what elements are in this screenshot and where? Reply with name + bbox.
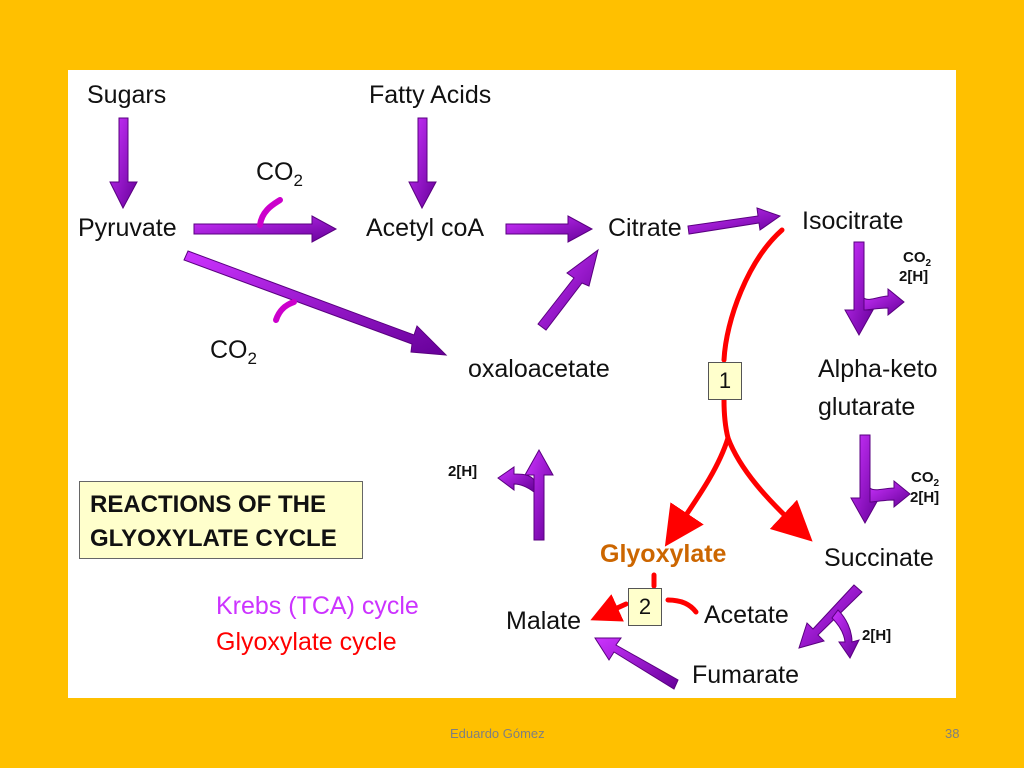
diagram-panel: Sugars Fatty Acids Pyruvate Acetyl coA C… bbox=[68, 70, 956, 698]
arrow-pyruvate-acetylcoa bbox=[193, 215, 338, 243]
branch-malate-2h bbox=[497, 466, 535, 493]
red-to-glyoxylate bbox=[664, 435, 731, 547]
legend-glyoxylate: Glyoxylate cycle bbox=[216, 628, 397, 656]
arrow-oxaloacetate-citrate bbox=[537, 248, 599, 331]
red-to-succinate bbox=[725, 435, 813, 542]
branch-succinate bbox=[831, 609, 860, 659]
label-glutarate: glutarate bbox=[818, 393, 916, 421]
label-succinate: Succinate bbox=[824, 544, 934, 572]
label-2h-3: 2[H] bbox=[862, 627, 892, 644]
enzyme-1-box: 1 bbox=[708, 362, 742, 400]
red-enzyme2-to-malate bbox=[590, 594, 629, 622]
pathway-arrows bbox=[109, 117, 911, 690]
red-isocitrate-to-enzyme1 bbox=[721, 227, 785, 363]
label-oxaloacetate: oxaloacetate bbox=[468, 355, 610, 383]
label-citrate: Citrate bbox=[608, 214, 682, 242]
branch-isocitrate bbox=[863, 287, 905, 317]
arrow-isocitrate-alphaketo bbox=[844, 241, 874, 337]
label-malate: Malate bbox=[506, 607, 582, 635]
label-sugars: Sugars bbox=[87, 81, 167, 109]
co2-hook-pyruvate-oxalo bbox=[273, 299, 297, 323]
red-acetate-to-enzyme2 bbox=[665, 597, 699, 615]
label-fatty-acids: Fatty Acids bbox=[369, 81, 492, 109]
arrow-fattyacids-acetylcoa bbox=[408, 117, 437, 210]
label-co2-top: CO2 bbox=[256, 158, 303, 190]
arrow-alphaketo-succinate bbox=[850, 434, 880, 525]
label-2h-1: 2[H] bbox=[899, 268, 929, 285]
label-acetyl-coa: Acetyl coA bbox=[366, 214, 485, 242]
label-alpha-keto: Alpha-keto bbox=[818, 355, 938, 383]
arrow-citrate-isocitrate bbox=[687, 207, 782, 235]
arrow-malate-oxaloacetate bbox=[524, 448, 554, 541]
label-co2-small-1: CO2 bbox=[903, 249, 932, 269]
label-2h-2: 2[H] bbox=[910, 489, 940, 506]
co2-hook-pyruvate-acetyl bbox=[257, 197, 283, 228]
title-line-2: GLYOXYLATE CYCLE bbox=[90, 525, 337, 552]
label-co2-small-2: CO2 bbox=[911, 469, 940, 489]
arrow-pyruvate-oxaloacetate bbox=[183, 250, 448, 356]
title-box: REACTIONS OF THE GLYOXYLATE CYCLE bbox=[79, 481, 363, 559]
title-line-1: REACTIONS OF THE bbox=[90, 491, 327, 518]
branch-alphaketo bbox=[869, 479, 911, 509]
label-isocitrate: Isocitrate bbox=[802, 207, 904, 235]
enzyme-2-box: 2 bbox=[628, 588, 662, 626]
label-acetate: Acetate bbox=[704, 601, 789, 629]
label-2h-4: 2[H] bbox=[448, 463, 478, 480]
label-pyruvate: Pyruvate bbox=[78, 214, 177, 242]
label-co2-lower: CO2 bbox=[210, 336, 257, 368]
label-fumarate: Fumarate bbox=[692, 661, 799, 689]
footer-page-number: 38 bbox=[945, 726, 960, 741]
footer-author: Eduardo Gómez bbox=[450, 726, 545, 741]
arrow-fumarate-malate bbox=[594, 637, 679, 690]
label-glyoxylate: Glyoxylate bbox=[600, 540, 727, 568]
red-enzyme1-to-branch bbox=[721, 397, 731, 441]
legend-krebs: Krebs (TCA) cycle bbox=[216, 592, 419, 620]
arrow-sugars-pyruvate bbox=[109, 117, 138, 210]
arrow-acetylcoa-citrate bbox=[505, 215, 594, 243]
arrow-succinate-fumarate bbox=[798, 584, 863, 649]
